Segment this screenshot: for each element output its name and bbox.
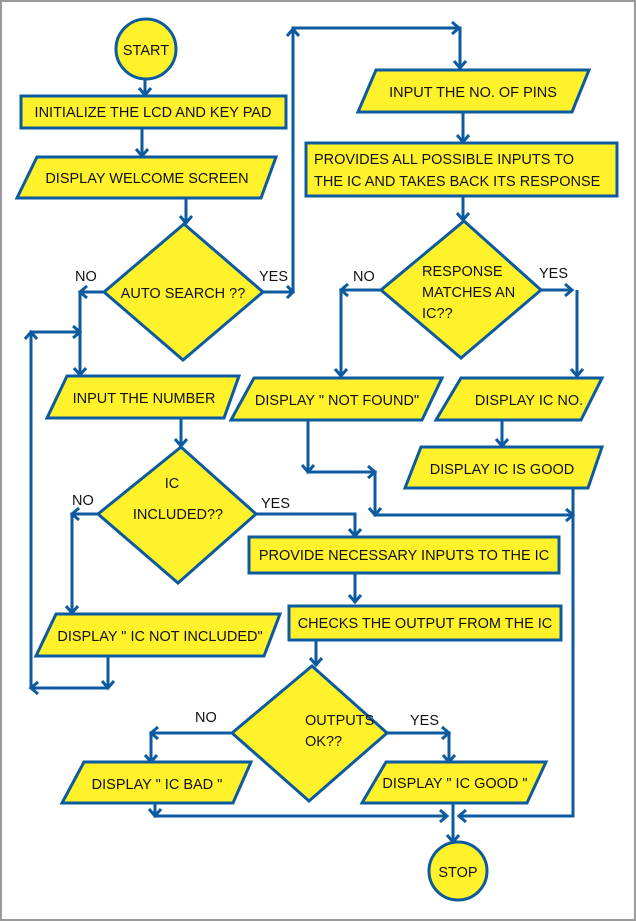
- arrowhead: [367, 507, 383, 518]
- arrowhead: [178, 215, 194, 226]
- edge-auto-no: [78, 290, 106, 375]
- arrowhead: [148, 725, 159, 741]
- ic-good-io: DISPLAY " IC GOOD ": [359, 760, 549, 805]
- response-label-1: RESPONSE: [422, 264, 503, 280]
- arrowhead: [347, 594, 363, 605]
- arrowhead: [441, 725, 452, 741]
- arrowhead: [439, 808, 450, 824]
- input-pins-label: INPUT THE NO. OF PINS: [389, 85, 557, 101]
- ic-good-label: DISPLAY " IC GOOD ": [382, 776, 527, 792]
- auto-search-label: AUTO SEARCH ??: [121, 286, 246, 302]
- provides-process: PROVIDES ALL POSSIBLE INPUTS TO THE IC A…: [304, 141, 619, 198]
- arrowhead: [338, 282, 349, 298]
- edge-included-yes: [256, 512, 357, 536]
- arrowhead: [569, 368, 585, 379]
- edge-included-no: [70, 512, 99, 613]
- included-no-label: NO: [72, 493, 94, 509]
- ic-included-label-1: IC: [165, 476, 180, 492]
- arrowhead: [285, 284, 296, 300]
- response-label-3: IC??: [422, 306, 453, 322]
- arrowhead: [451, 20, 462, 36]
- arrowhead: [564, 282, 575, 298]
- not-included-io: DISPLAY " IC NOT INCLUDED": [33, 612, 283, 658]
- arrowhead: [285, 26, 301, 37]
- outputs-ok-decision: OUTPUTS OK??: [229, 664, 390, 803]
- auto-yes-label: YES: [259, 269, 288, 285]
- provides-label-2: THE IC AND TAKES BACK ITS RESPONSE: [314, 174, 601, 190]
- arrowhead: [77, 284, 88, 300]
- arrowhead: [72, 324, 83, 340]
- edge-good-rail: [459, 488, 575, 818]
- provide-necessary-label: PROVIDE NECESSARY INPUTS TO THE IC: [259, 548, 549, 564]
- auto-no-label: NO: [75, 269, 97, 285]
- display-ic-no-label: DISPLAY IC NO.: [475, 393, 583, 409]
- ic-bad-label: DISPLAY " IC BAD ": [92, 777, 223, 793]
- arrowhead: [69, 506, 80, 522]
- start-label: START: [123, 43, 169, 59]
- auto-search-decision: AUTO SEARCH ??: [101, 222, 266, 362]
- init-label: INITIALIZE THE LCD AND KEY PAD: [35, 105, 272, 121]
- outputs-yes-label: YES: [410, 713, 439, 729]
- edge-bad-merge: [153, 803, 447, 818]
- response-no-label: NO: [353, 269, 375, 285]
- arrowhead: [452, 60, 468, 71]
- included-yes-label: YES: [261, 496, 290, 512]
- not-found-label: DISPLAY " NOT FOUND": [255, 393, 419, 409]
- not-included-label: DISPLAY " IC NOT INCLUDED": [57, 629, 262, 645]
- edge-loop-back: [29, 330, 108, 690]
- edge-response-no: [339, 288, 381, 376]
- response-decision: RESPONSE MATCHES AN IC??: [378, 219, 544, 360]
- start-node: START: [114, 17, 178, 81]
- arrowhead: [367, 464, 378, 480]
- checks-output-process: CHECKS THE OUTPUT FROM THE IC: [287, 604, 563, 642]
- input-number-io: INPUT THE NUMBER: [44, 374, 242, 420]
- input-pins-io: INPUT THE NO. OF PINS: [355, 68, 592, 114]
- arrowhead: [23, 329, 39, 340]
- input-number-label: INPUT THE NUMBER: [73, 391, 216, 407]
- init-process: INITIALIZE THE LCD AND KEY PAD: [19, 94, 288, 130]
- edge-outputs-no: [149, 731, 233, 762]
- ic-included-decision: IC INCLUDED??: [95, 445, 259, 585]
- arrowhead: [308, 657, 324, 668]
- arrowhead: [456, 808, 467, 824]
- checks-output-label: CHECKS THE OUTPUT FROM THE IC: [298, 616, 553, 632]
- welcome-io: DISPLAY WELCOME SCREEN: [14, 155, 279, 200]
- outputs-no-label: NO: [195, 710, 217, 726]
- edge-outputs-yes: [387, 731, 451, 762]
- response-label-2: MATCHES AN: [422, 285, 515, 301]
- arrowhead: [333, 368, 349, 379]
- outputs-ok-label-1: OUTPUTS: [305, 713, 374, 729]
- stop-node: STOP: [427, 840, 489, 902]
- not-found-io: DISPLAY " NOT FOUND": [228, 376, 445, 422]
- arrowhead: [28, 680, 39, 696]
- display-ic-is-good-label: DISPLAY IC IS GOOD: [430, 462, 575, 478]
- arrowhead: [147, 808, 163, 819]
- provides-label-1: PROVIDES ALL POSSIBLE INPUTS TO: [314, 152, 574, 168]
- connectors: [23, 20, 585, 845]
- provide-necessary-process: PROVIDE NECESSARY INPUTS TO THE IC: [247, 535, 561, 575]
- ic-included-label-2: INCLUDED??: [133, 507, 223, 523]
- welcome-label: DISPLAY WELCOME SCREEN: [45, 171, 248, 187]
- stop-label: STOP: [438, 865, 477, 881]
- arrowhead: [100, 680, 116, 691]
- display-ic-is-good-io: DISPLAY IC IS GOOD: [402, 445, 605, 490]
- arrowhead: [300, 464, 316, 475]
- outputs-ok-label-2: OK??: [305, 734, 342, 750]
- response-yes-label: YES: [539, 266, 568, 282]
- ic-bad-io: DISPLAY " IC BAD ": [59, 760, 254, 805]
- display-ic-no-io: DISPLAY IC NO.: [433, 376, 605, 422]
